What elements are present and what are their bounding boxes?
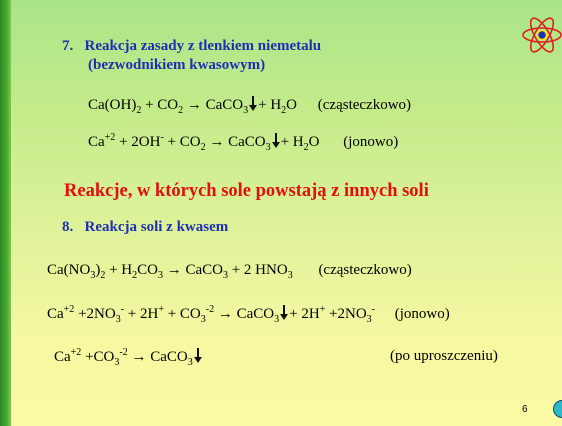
precipitate-arrow-icon (280, 305, 289, 321)
precipitate-arrow-icon (193, 348, 202, 364)
eq-sup: +2 (70, 347, 82, 358)
eq-sup: + (319, 304, 326, 315)
section-8-title-text: Reakcja soli z kwasem (84, 219, 229, 235)
arrow-right-icon: → (217, 306, 233, 322)
eq-part: O (308, 134, 320, 150)
eq-sup: -2 (119, 347, 128, 358)
eq-sup: + (158, 304, 164, 315)
atom-icon (522, 17, 562, 53)
eq-sub: 2 (136, 105, 142, 116)
section-8-title: 8. Reakcja soli z kwasem (62, 219, 228, 236)
eq-sup: - (120, 304, 125, 315)
eq-sup: +2 (63, 304, 75, 315)
eq-part: CaCO (232, 306, 275, 322)
eq-part: Ca (47, 306, 64, 322)
arrow-right-icon: → (209, 134, 225, 150)
eq-part: ) (95, 262, 101, 278)
eq-part: CaCO (201, 97, 244, 113)
eq-sub: 3 (90, 270, 96, 281)
equation-note: (cząsteczkowo) (317, 97, 412, 113)
heading: Reakcje, w których sole powstają z innyc… (64, 181, 429, 201)
section-7-title: 7. Reakcja zasady z tlenkiem niemetalu (62, 38, 321, 55)
eq-sub: 2 (132, 270, 138, 281)
eq-part: CaCO (146, 349, 188, 365)
eq-sup: -2 (205, 304, 215, 315)
eq-part: + H (258, 97, 282, 113)
eq-part: + 2H (289, 306, 320, 322)
eq-sub: 3 (222, 270, 228, 281)
eq-sub: 2 (200, 142, 206, 153)
equation-8-molecular: Ca(NO3)2 + H2CO3 → CaCO3 + 2 HNO3 (cząst… (47, 262, 412, 281)
eq-sub: 3 (115, 314, 121, 325)
eq-part: CaCO (224, 134, 266, 150)
section-7-title-line1: Reakcja zasady z tlenkiem niemetalu (84, 38, 322, 54)
eq-part: Ca(OH) (88, 97, 137, 113)
eq-sub: 3 (200, 314, 206, 325)
eq-sub: 3 (187, 357, 193, 368)
arrow-right-icon: → (166, 262, 182, 278)
eq-sub: 2 (100, 270, 106, 281)
arrow-right-icon: → (186, 97, 202, 113)
equation-8-simplified-note: (po uproszczeniu) (390, 348, 498, 364)
eq-part: CO (137, 262, 158, 278)
eq-sub: 3 (265, 142, 271, 153)
eq-part: Ca(NO (47, 262, 91, 278)
eq-part: + CO (141, 97, 179, 113)
eq-part: + CO (163, 306, 201, 322)
eq-sub: 3 (366, 314, 372, 325)
eq-part: +2NO (325, 306, 367, 322)
eq-sub: 2 (281, 105, 287, 116)
eq-part: +CO (81, 349, 115, 365)
eq-sub: 2 (178, 105, 184, 116)
eq-part: CaCO (181, 262, 223, 278)
eq-sup: - (160, 132, 164, 143)
eq-part: + H (280, 134, 304, 150)
eq-part: + 2 HNO (227, 262, 288, 278)
eq-part: + 2OH (115, 134, 161, 150)
slide-number: 6 (522, 404, 528, 415)
section-7-title-line2: (bezwodnikiem kwasowym) (88, 57, 266, 73)
eq-part: +2NO (74, 306, 116, 322)
eq-sub: 2 (303, 142, 309, 153)
eq-part: + 2H (124, 306, 159, 322)
eq-part: O (286, 97, 298, 113)
equation-7-molecular: Ca(OH)2 + CO2 → CaCO3+ H2O (cząsteczkowo… (88, 96, 412, 116)
equation-7-ionic: Ca+2 + 2OH- + CO2 → CaCO3+ H2O (jonowo) (88, 132, 399, 153)
equation-note: (cząsteczkowo) (318, 262, 412, 278)
equation-8-simplified: Ca+2 +CO3-2 → CaCO3 (54, 347, 203, 368)
eq-sup: +2 (104, 132, 116, 143)
eq-part: + CO (163, 134, 201, 150)
eq-sub: 3 (287, 270, 293, 281)
eq-sub: 3 (157, 270, 163, 281)
arrow-right-icon: → (131, 349, 147, 365)
eq-part: Ca (88, 134, 105, 150)
equation-note: (jonowo) (394, 306, 450, 322)
equation-8-ionic: Ca+2 +2NO3- + 2H+ + CO3-2 → CaCO3+ 2H+ +… (47, 304, 450, 325)
eq-sub: 3 (274, 314, 280, 325)
precipitate-arrow-icon (271, 133, 280, 149)
left-border (0, 0, 11, 426)
circle-icon (553, 400, 562, 418)
eq-part: + H (105, 262, 133, 278)
eq-part: Ca (54, 349, 71, 365)
eq-sub: 3 (243, 105, 249, 116)
precipitate-arrow-icon (249, 96, 258, 112)
section-8-number: 8. (62, 219, 74, 235)
equation-note: (jonowo) (343, 134, 399, 150)
eq-sup: - (371, 304, 376, 315)
section-7-number: 7. (62, 38, 74, 54)
eq-sub: 3 (114, 357, 120, 368)
